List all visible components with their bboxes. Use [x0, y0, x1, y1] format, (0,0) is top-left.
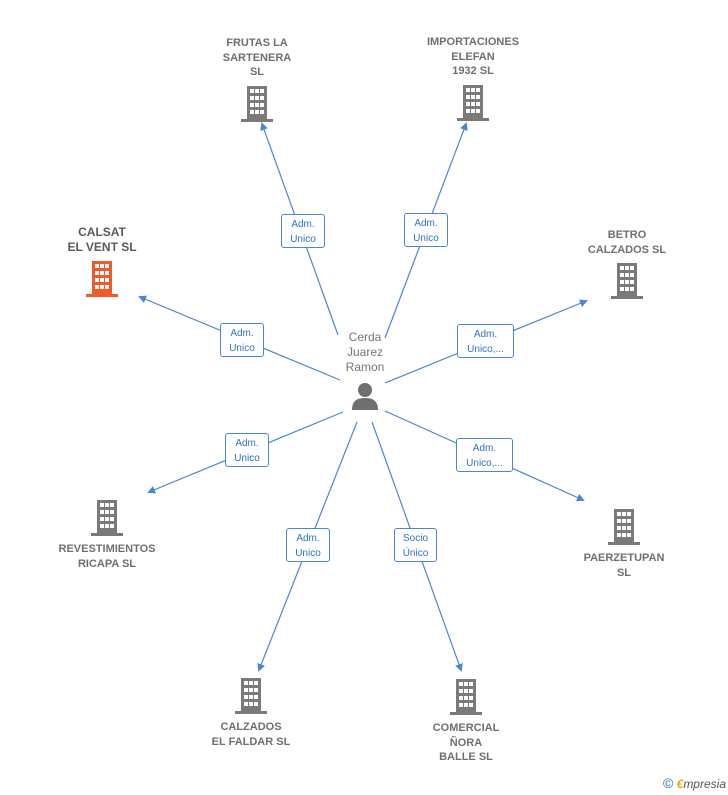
company-name: CALZADOS EL FALDAR SL — [211, 721, 291, 748]
building-icon — [86, 261, 118, 297]
relation-label-paerzetupan[interactable]: Adm. Unico,... — [456, 438, 513, 472]
person-node[interactable]: Cerda Juarez Ramon — [330, 330, 400, 411]
relation-label-revestimientos[interactable]: Adm. Unico — [225, 433, 269, 467]
brand-logo-letter: € — [676, 777, 684, 791]
company-node-comercial[interactable]: COMERCIAL ÑORA BALLE SL — [416, 679, 516, 765]
relation-label-comercial[interactable]: Socio Único — [394, 528, 437, 562]
relation-label-frutas[interactable]: Adm. Unico — [281, 214, 325, 248]
company-node-betro[interactable]: BETRO CALZADOS SL — [572, 228, 682, 299]
company-node-frutas[interactable]: FRUTAS LA SARTENERA SL — [207, 36, 307, 122]
person-name: Cerda Juarez Ramon — [345, 330, 385, 374]
building-icon — [611, 263, 643, 299]
company-node-paerzetupan[interactable]: PAERZETUPAN SL — [569, 509, 679, 580]
relation-label-betro[interactable]: Adm. Unico,... — [457, 324, 514, 358]
company-name: REVESTIMIENTOS RICAPA SL — [58, 543, 156, 570]
company-name: IMPORTACIONES ELEFAN 1932 SL — [426, 36, 520, 77]
relation-label-calzados[interactable]: Adm. Unico — [286, 528, 330, 562]
company-name: COMERCIAL ÑORA BALLE SL — [432, 722, 500, 763]
brand-name: mpresia — [683, 777, 726, 791]
company-name: FRUTAS LA SARTENERA SL — [222, 37, 292, 78]
building-icon — [235, 678, 267, 714]
company-name: CALSAT EL VENT SL — [67, 225, 137, 254]
company-node-revestimientos[interactable]: REVESTIMIENTOS RICAPA SL — [47, 500, 167, 571]
company-node-calsat[interactable]: CALSAT EL VENT SL — [52, 225, 152, 297]
building-icon — [241, 85, 273, 122]
building-icon — [91, 500, 123, 536]
company-node-importaciones[interactable]: IMPORTACIONES ELEFAN 1932 SL — [413, 35, 533, 121]
company-node-calzados[interactable]: CALZADOS EL FALDAR SL — [196, 678, 306, 749]
relation-label-calsat[interactable]: Adm. Unico — [220, 323, 264, 357]
company-name: BETRO CALZADOS SL — [587, 229, 667, 256]
building-icon — [608, 509, 640, 545]
copyright-symbol: © — [662, 775, 674, 791]
company-name: PAERZETUPAN SL — [583, 552, 665, 579]
building-icon — [450, 679, 482, 715]
relation-label-importaciones[interactable]: Adm. Unico — [404, 213, 448, 247]
person-icon — [352, 383, 378, 410]
copyright-brand[interactable]: © €mpresia — [663, 775, 726, 791]
building-icon — [457, 84, 489, 121]
